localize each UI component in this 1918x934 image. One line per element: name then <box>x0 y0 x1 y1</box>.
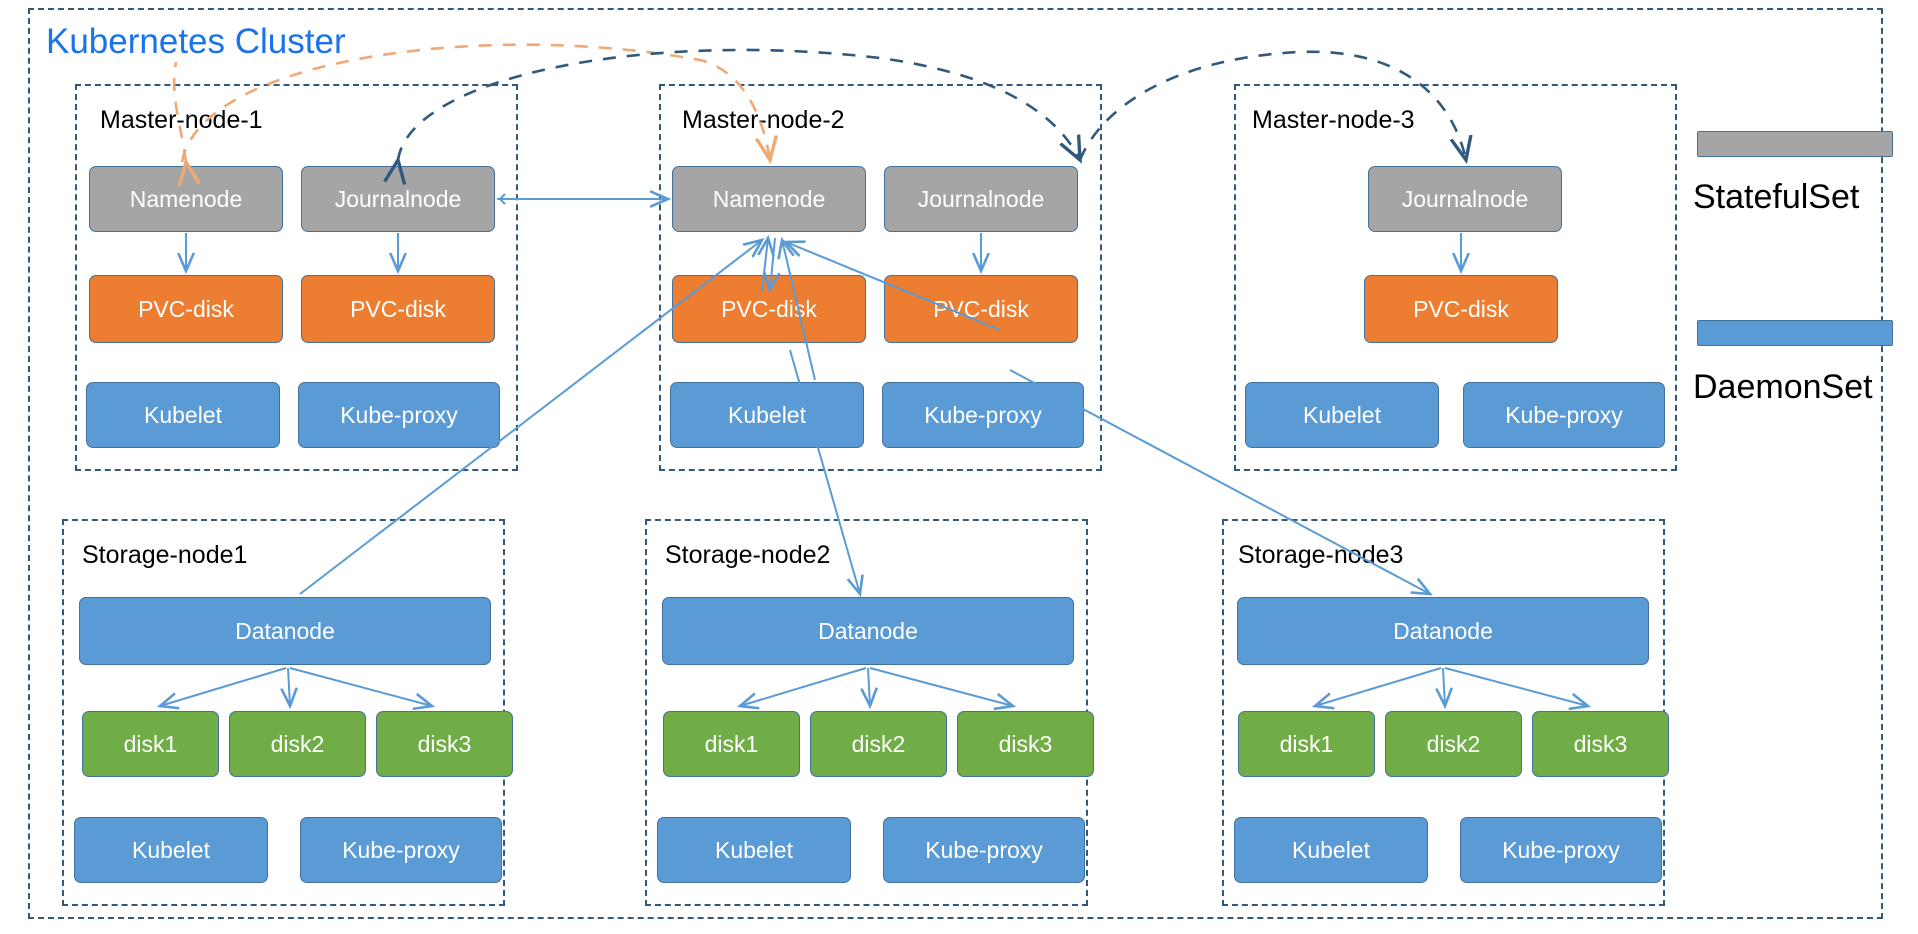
component-label: Kube-proxy <box>924 401 1042 428</box>
component-label: PVC-disk <box>721 295 817 322</box>
master-node-2-kubelet[interactable]: Kubelet <box>670 382 864 448</box>
legend-label-statefulset: StatefulSet <box>1693 178 1860 216</box>
master-node-3-title: Master-node-3 <box>1252 106 1415 134</box>
storage-node2-disk1[interactable]: disk1 <box>663 711 800 777</box>
legend-swatch-statefulset <box>1697 131 1893 157</box>
storage-node3-disk3[interactable]: disk3 <box>1532 711 1669 777</box>
master-node-1-pvc-disk-2[interactable]: PVC-disk <box>301 275 495 343</box>
component-label: Datanode <box>1393 617 1493 644</box>
cluster-title: Kubernetes Cluster <box>46 22 346 61</box>
component-label: PVC-disk <box>1413 295 1509 322</box>
storage-node1-disk3[interactable]: disk3 <box>376 711 513 777</box>
master-node-1-kube-proxy[interactable]: Kube-proxy <box>298 382 500 448</box>
component-label: Kube-proxy <box>1505 401 1623 428</box>
component-label: Kube-proxy <box>340 401 458 428</box>
storage-node3-disk2[interactable]: disk2 <box>1385 711 1522 777</box>
component-label: PVC-disk <box>350 295 446 322</box>
master-node-1-namenode[interactable]: Namenode <box>89 166 283 232</box>
component-label: disk3 <box>998 730 1053 757</box>
storage-node2-kubelet[interactable]: Kubelet <box>657 817 851 883</box>
storage-node1-kubelet[interactable]: Kubelet <box>74 817 268 883</box>
storage-node1-kube-proxy[interactable]: Kube-proxy <box>300 817 502 883</box>
master-node-2-title: Master-node-2 <box>682 106 845 134</box>
component-label: disk3 <box>417 730 472 757</box>
master-node-3-kubelet[interactable]: Kubelet <box>1245 382 1439 448</box>
component-label: Namenode <box>712 185 826 212</box>
master-node-2-journalnode[interactable]: Journalnode <box>884 166 1078 232</box>
storage-node1-disk2[interactable]: disk2 <box>229 711 366 777</box>
component-label: Kubelet <box>1291 836 1370 863</box>
storage-node3-kube-proxy[interactable]: Kube-proxy <box>1460 817 1662 883</box>
storage-node3-kubelet[interactable]: Kubelet <box>1234 817 1428 883</box>
master-node-3-pvc-disk[interactable]: PVC-disk <box>1364 275 1558 343</box>
storage-node3-disk1[interactable]: disk1 <box>1238 711 1375 777</box>
component-label: PVC-disk <box>933 295 1029 322</box>
component-label: Kubelet <box>727 401 806 428</box>
master-node-2-kube-proxy[interactable]: Kube-proxy <box>882 382 1084 448</box>
storage-node1-title: Storage-node1 <box>82 541 248 569</box>
component-label: disk1 <box>123 730 178 757</box>
legend-label-daemonset: DaemonSet <box>1693 368 1873 406</box>
component-label: Kube-proxy <box>925 836 1043 863</box>
storage-node1-datanode[interactable]: Datanode <box>79 597 491 665</box>
component-label: Kubelet <box>143 401 222 428</box>
master-node-3-journalnode[interactable]: Journalnode <box>1368 166 1562 232</box>
storage-node1-disk1[interactable]: disk1 <box>82 711 219 777</box>
component-label: Kube-proxy <box>1502 836 1620 863</box>
kubernetes-cluster-boundary <box>28 8 1883 919</box>
master-node-3-kube-proxy[interactable]: Kube-proxy <box>1463 382 1665 448</box>
component-label: Journalnode <box>917 185 1045 212</box>
component-label: Kubelet <box>1302 401 1381 428</box>
storage-node3-title: Storage-node3 <box>1238 541 1404 569</box>
component-label: disk1 <box>704 730 759 757</box>
component-label: Journalnode <box>334 185 462 212</box>
storage-node2-title: Storage-node2 <box>665 541 831 569</box>
legend-swatch-daemonset <box>1697 320 1893 346</box>
component-label: Kube-proxy <box>342 836 460 863</box>
master-node-1-kubelet[interactable]: Kubelet <box>86 382 280 448</box>
component-label: PVC-disk <box>138 295 234 322</box>
storage-node2-datanode[interactable]: Datanode <box>662 597 1074 665</box>
storage-node2-disk2[interactable]: disk2 <box>810 711 947 777</box>
storage-node3-datanode[interactable]: Datanode <box>1237 597 1649 665</box>
master-node-2-pvc-disk-2[interactable]: PVC-disk <box>884 275 1078 343</box>
storage-node2-disk3[interactable]: disk3 <box>957 711 1094 777</box>
master-node-1-journalnode[interactable]: Journalnode <box>301 166 495 232</box>
component-label: Journalnode <box>1401 185 1529 212</box>
component-label: disk2 <box>851 730 906 757</box>
master-node-1-pvc-disk-1[interactable]: PVC-disk <box>89 275 283 343</box>
component-label: Datanode <box>235 617 335 644</box>
master-node-2-namenode[interactable]: Namenode <box>672 166 866 232</box>
component-label: Namenode <box>129 185 243 212</box>
component-label: disk3 <box>1573 730 1628 757</box>
storage-node2-kube-proxy[interactable]: Kube-proxy <box>883 817 1085 883</box>
master-node-2-pvc-disk-1[interactable]: PVC-disk <box>672 275 866 343</box>
component-label: Kubelet <box>131 836 210 863</box>
component-label: disk2 <box>1426 730 1481 757</box>
component-label: disk2 <box>270 730 325 757</box>
component-label: Datanode <box>818 617 918 644</box>
component-label: Kubelet <box>714 836 793 863</box>
component-label: disk1 <box>1279 730 1334 757</box>
master-node-1-title: Master-node-1 <box>100 106 263 134</box>
